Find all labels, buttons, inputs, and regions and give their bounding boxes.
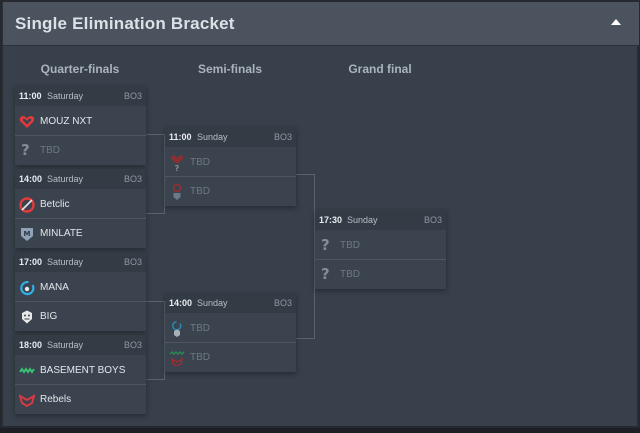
match-day: Sunday	[197, 132, 228, 142]
svg-text:M: M	[24, 230, 31, 238]
team-slot[interactable]: TBD	[165, 177, 296, 206]
match-format: BO3	[123, 174, 142, 184]
match-card-qf2[interactable]: 14:00 Saturday BO3 Betclic M MINLATE	[15, 169, 146, 248]
match-meta: 11:00 Saturday BO3	[15, 86, 146, 106]
team-slot[interactable]: M MINLATE	[15, 219, 146, 248]
match-meta: 14:00 Sunday BO3	[165, 293, 296, 313]
match-card-qf4[interactable]: 18:00 Saturday BO3 BASEMENT BOYS Rebels	[15, 335, 146, 414]
team-name: MINLATE	[40, 228, 83, 239]
connector-line	[146, 301, 165, 326]
match-time: 18:00	[19, 340, 43, 350]
match-card-qf3[interactable]: 17:00 Saturday BO3 MANA BIG	[15, 252, 146, 331]
match-time: 14:00	[169, 298, 193, 308]
match-card-grand-final[interactable]: 17:30 Sunday BO3 ? TBD ? TBD	[315, 210, 446, 289]
match-card-sf2[interactable]: 14:00 Sunday BO3 TBD TBD	[165, 293, 296, 372]
team-name: TBD	[340, 240, 360, 251]
match-day: Saturday	[47, 91, 84, 101]
big-logo-icon	[22, 310, 32, 324]
connector-line	[296, 174, 315, 242]
betclic-logo-icon	[19, 197, 35, 213]
team-name: TBD	[190, 323, 210, 334]
team-slot[interactable]: ? TBD	[315, 231, 446, 260]
team-name: TBD	[190, 186, 210, 197]
question-mark-icon: ?	[321, 236, 330, 254]
column-title-semifinals: Semi-finals	[197, 62, 263, 76]
connector-line	[146, 134, 165, 160]
panel-header[interactable]: Single Elimination Bracket	[3, 2, 639, 46]
team-slot[interactable]: TBD	[165, 314, 296, 343]
column-title-quarterfinals: Quarter-finals	[40, 62, 120, 76]
team-name: BASEMENT BOYS	[40, 365, 126, 376]
match-meta: 17:00 Saturday BO3	[15, 252, 146, 272]
team-slot[interactable]: TBD	[165, 343, 296, 372]
match-time: 17:30	[319, 215, 343, 225]
match-time: 11:00	[169, 132, 192, 142]
mouz-logo-icon	[19, 116, 35, 128]
team-slot[interactable]: MOUZ NXT	[15, 107, 146, 136]
match-day: Saturday	[47, 174, 84, 184]
match-time: 11:00	[19, 91, 42, 101]
match-day: Sunday	[197, 298, 228, 308]
mana-logo-icon	[20, 281, 35, 296]
team-name: TBD	[340, 269, 360, 280]
connector-line	[146, 326, 165, 380]
match-day: Saturday	[47, 340, 84, 350]
page-title: Single Elimination Bracket	[15, 14, 235, 33]
team-name: MOUZ NXT	[40, 116, 93, 127]
match-meta: 18:00 Saturday BO3	[15, 335, 146, 355]
minlate-logo-icon: M	[21, 228, 33, 241]
mouz-question-logo-icon: ?	[170, 155, 184, 171]
betclic-minlate-logo-icon	[172, 184, 182, 200]
team-name: TBD	[40, 145, 60, 156]
match-card-sf1[interactable]: 11:00 Sunday BO3 ? TBD TBD	[165, 127, 296, 206]
question-mark-icon: ?	[21, 141, 30, 159]
bottom-bar	[0, 428, 640, 433]
match-format: BO3	[273, 298, 292, 308]
team-name: BIG	[40, 311, 58, 322]
connector-line	[146, 160, 165, 214]
match-meta: 17:30 Sunday BO3	[315, 210, 446, 230]
match-format: BO3	[423, 215, 442, 225]
team-slot[interactable]: BASEMENT BOYS	[15, 356, 146, 385]
team-slot[interactable]: Betclic	[15, 190, 146, 219]
connector-line	[296, 242, 315, 339]
match-format: BO3	[123, 340, 142, 350]
svg-text:?: ?	[175, 164, 180, 171]
team-slot[interactable]: ? TBD	[315, 260, 446, 289]
basement-boys-logo-icon	[19, 367, 35, 374]
team-name: Rebels	[40, 394, 72, 405]
match-format: BO3	[123, 257, 142, 267]
team-slot[interactable]: BIG	[15, 302, 146, 331]
match-card-qf1[interactable]: 11:00 Saturday BO3 MOUZ NXT ? TBD	[15, 86, 146, 165]
column-title-grand-final: Grand final	[348, 62, 412, 76]
match-time: 17:00	[19, 257, 43, 267]
team-slot[interactable]: ? TBD	[165, 148, 296, 177]
team-slot[interactable]: ? TBD	[15, 136, 146, 165]
team-slot[interactable]: Rebels	[15, 385, 146, 414]
match-meta: 14:00 Saturday BO3	[15, 169, 146, 189]
match-meta: 11:00 Sunday BO3	[165, 127, 296, 147]
rebels-logo-icon	[19, 394, 35, 408]
team-name: TBD	[190, 352, 210, 363]
match-day: Saturday	[47, 257, 84, 267]
match-day: Sunday	[347, 215, 378, 225]
match-format: BO3	[123, 91, 142, 101]
team-name: MANA	[40, 282, 69, 293]
team-name: TBD	[190, 157, 210, 168]
mana-big-logo-icon	[171, 321, 182, 337]
collapse-caret-icon[interactable]	[611, 19, 621, 25]
team-slot[interactable]: MANA	[15, 273, 146, 302]
match-time: 14:00	[19, 174, 43, 184]
match-format: BO3	[273, 132, 292, 142]
basement-rebels-logo-icon	[169, 351, 185, 366]
team-name: Betclic	[40, 199, 70, 210]
question-mark-icon: ?	[321, 265, 330, 283]
